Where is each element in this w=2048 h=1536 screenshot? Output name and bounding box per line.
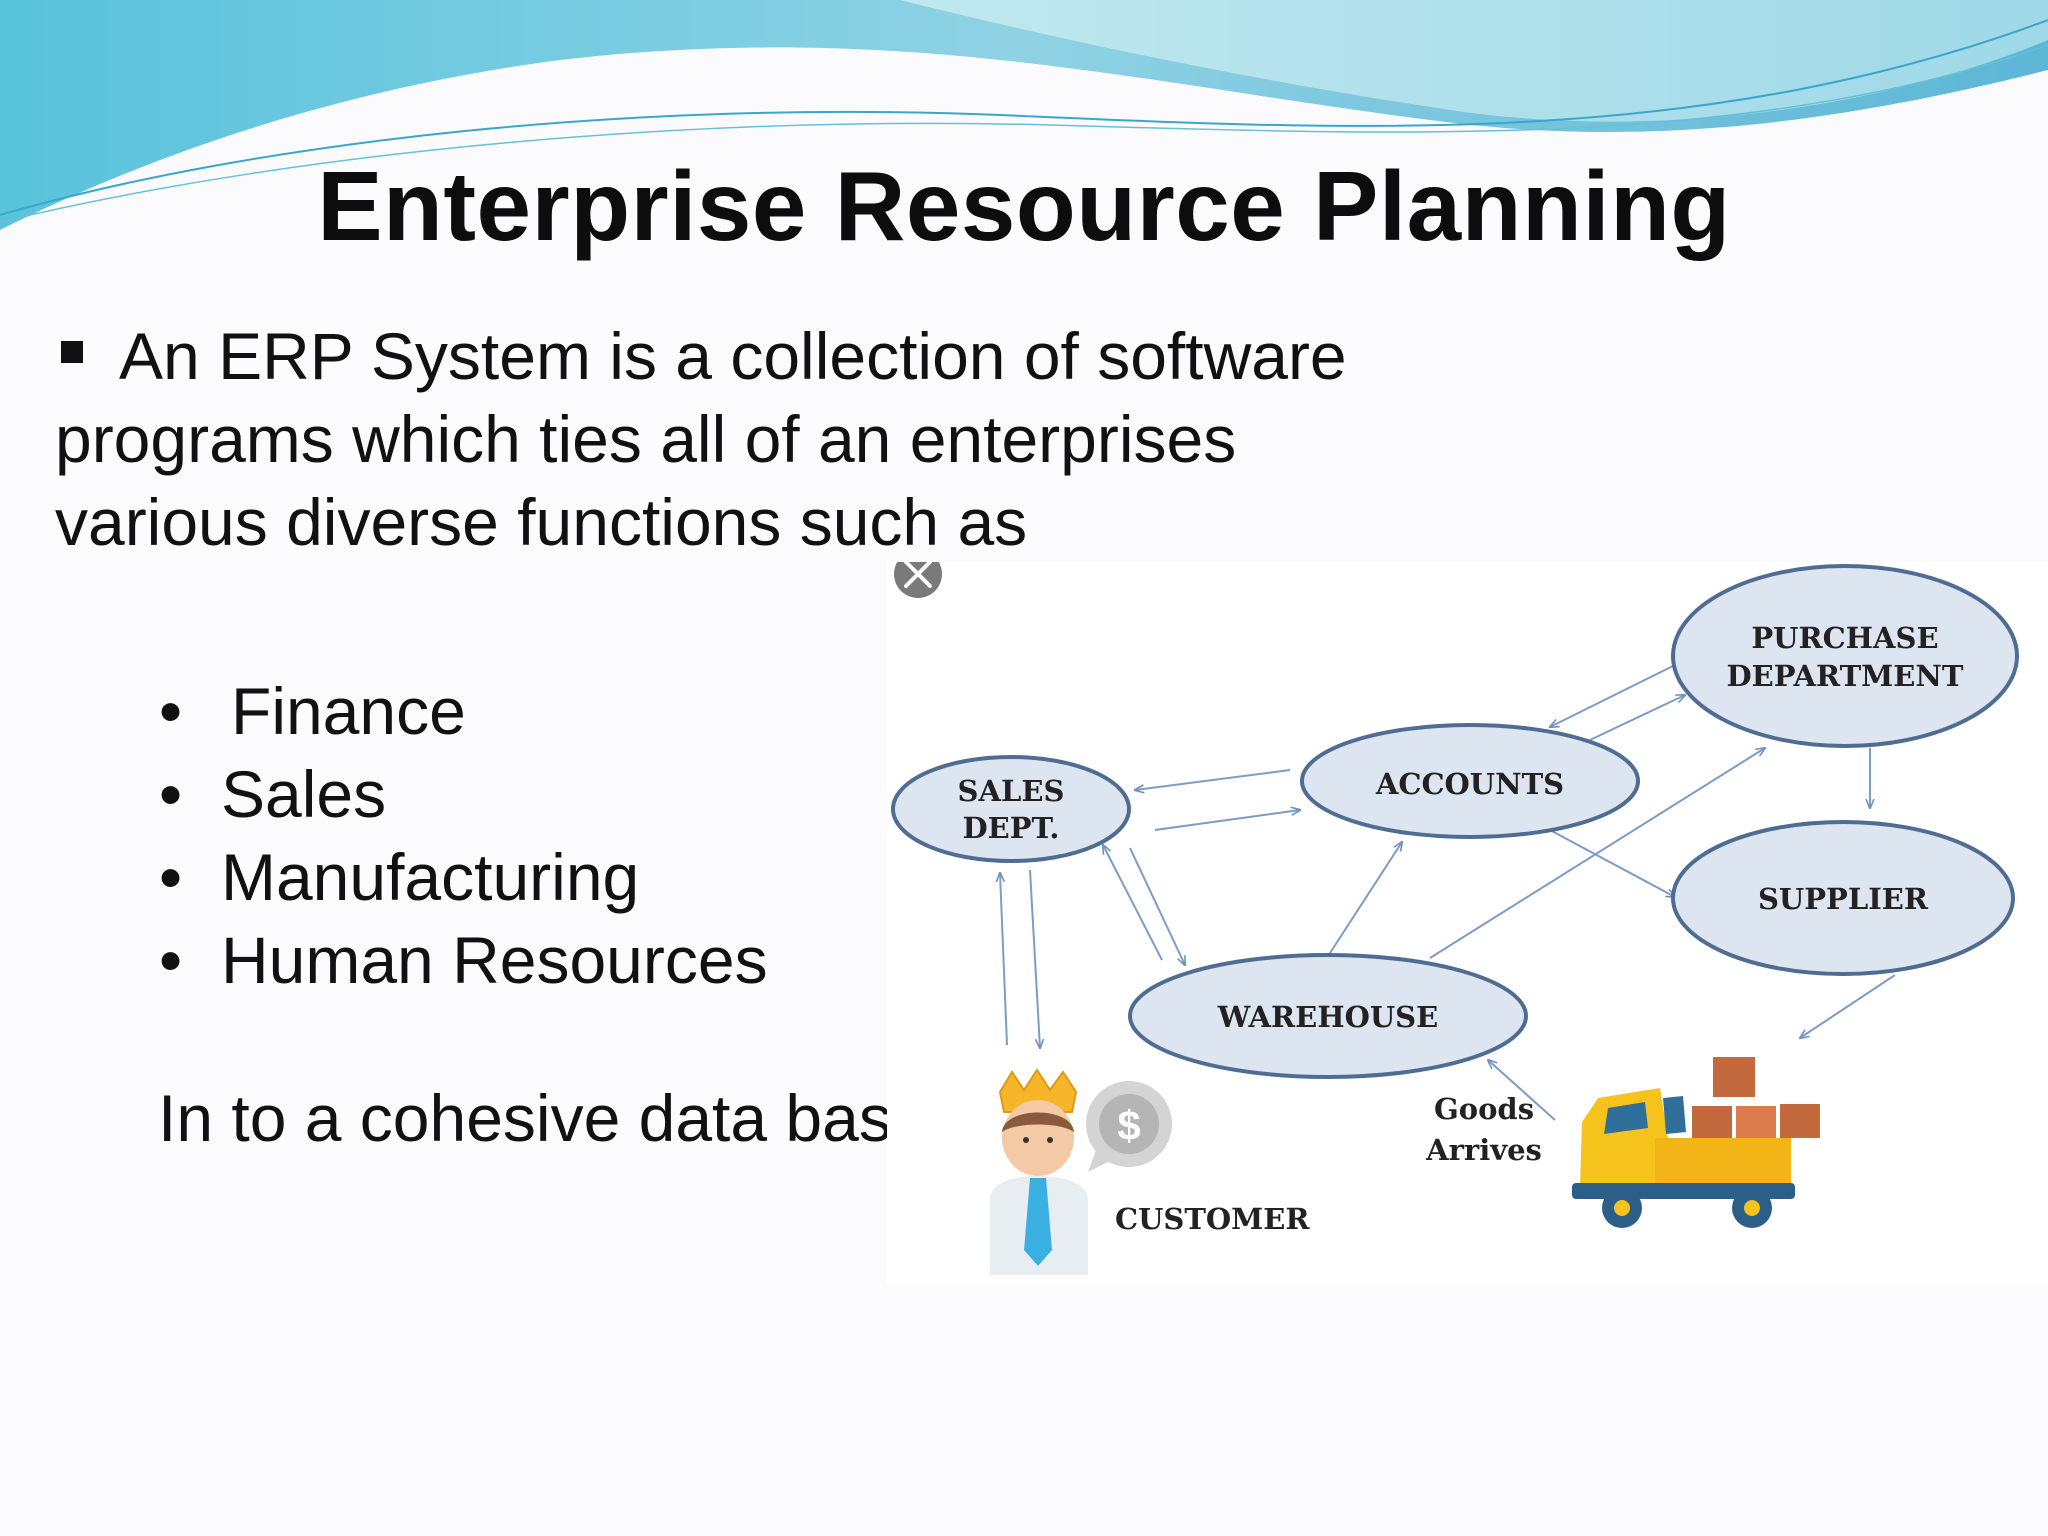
flow-arrows <box>1000 664 1896 1121</box>
node-label: SALES <box>958 774 1065 808</box>
goods-arrives-label: Goods <box>1434 1092 1534 1126</box>
list-item: •Finance <box>155 670 768 753</box>
intro-line: An ERP System is a collection of softwar… <box>55 315 1455 398</box>
node-purchase-department: PURCHASE DEPARTMENT <box>1671 564 2019 748</box>
bullet-dot-icon: • <box>159 757 183 831</box>
list-item: •Manufacturing <box>155 836 768 919</box>
erp-diagram: PURCHASE DEPARTMENT ACCOUNTS SALES DEPT.… <box>887 562 2048 1284</box>
closing-text: In to a cohesive data base <box>158 1081 929 1155</box>
node-label: SUPPLIER <box>1758 882 1929 916</box>
node-label: PURCHASE <box>1751 621 1938 655</box>
square-bullet-icon <box>61 341 83 363</box>
node-label: DEPARTMENT <box>1727 659 1964 693</box>
list-item: •Sales <box>155 753 768 836</box>
node-sales-dept: SALES DEPT. <box>891 755 1131 863</box>
intro-paragraph: An ERP System is a collection of softwar… <box>55 315 1455 564</box>
intro-line: programs which ties all of an enterprise… <box>55 402 1237 476</box>
node-label: DEPT. <box>963 811 1060 845</box>
node-warehouse: WAREHOUSE <box>1128 953 1528 1079</box>
functions-list: •Finance •Sales •Manufacturing •Human Re… <box>155 670 768 1002</box>
node-label: WAREHOUSE <box>1217 1000 1438 1034</box>
bullet-dot-icon: • <box>159 674 183 748</box>
header-wave <box>0 0 2048 230</box>
node-accounts: ACCOUNTS <box>1300 723 1640 839</box>
node-label: ACCOUNTS <box>1375 767 1564 801</box>
close-icon[interactable] <box>894 562 942 598</box>
customer-label: CUSTOMER <box>1115 1202 1310 1236</box>
intro-line: various diverse functions such as <box>55 485 1028 559</box>
dollar-symbol: $ <box>1117 1102 1140 1149</box>
node-supplier: SUPPLIER <box>1671 820 2015 976</box>
goods-arrives-label: Arrives <box>1425 1133 1542 1167</box>
bullet-dot-icon: • <box>159 923 183 997</box>
list-item: •Human Resources <box>155 919 768 1002</box>
dollar-bubble-icon: $ <box>1086 1081 1172 1172</box>
customer-icon <box>990 1068 1088 1275</box>
bullet-dot-icon: • <box>159 840 183 914</box>
slide-title: Enterprise Resource Planning <box>317 151 1731 261</box>
truck-icon <box>1572 1057 1820 1228</box>
